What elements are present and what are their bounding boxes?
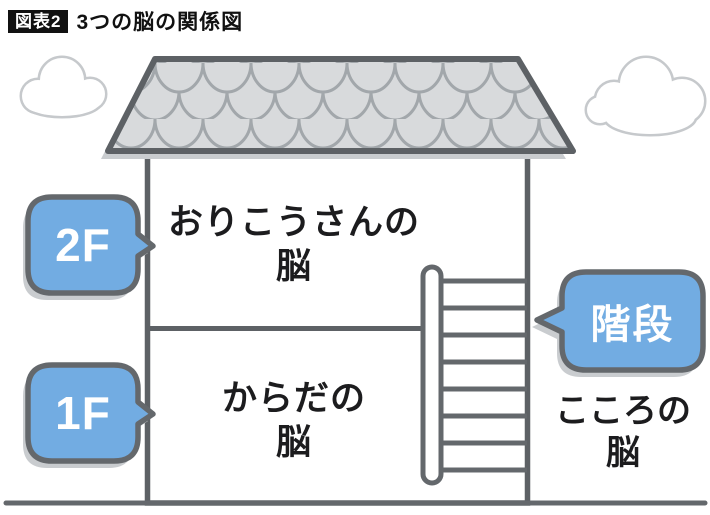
bubble-2f [23,194,156,300]
stairs-brain-line2: 脳 [606,434,640,472]
stairs-bubble-label: 階段 [590,303,675,347]
stairs-brain-label: こころの 脳 [537,390,709,474]
second-floor-brain-line2: 脳 [275,247,312,286]
figure-title: 3つの脳の関係図 [76,11,244,34]
figure-header: 図表2 3つの脳の関係図 [8,6,243,36]
first-floor-brain-line2: 脳 [275,423,312,462]
staircase [420,264,527,486]
first-floor-brain-line1: からだの [221,379,366,418]
stairs-brain-line1: こころの [555,392,691,430]
first-floor-brain-label: からだの 脳 [150,377,438,465]
cloud-right-icon [584,55,707,137]
roof [105,56,576,154]
floor-label-2f: 2F [55,219,111,271]
floor-label-1f: 1F [55,387,111,439]
cloud-left-icon [19,55,108,119]
stairs-handrail [420,264,444,486]
second-floor-brain-label: おりこうさんの 脳 [150,201,438,289]
second-floor-brain-line1: おりこうさんの [167,203,420,242]
bubble-1f [23,362,156,468]
bubble-stairs [532,269,706,377]
figure-number-badge: 図表2 [8,9,69,33]
stair-steps [438,278,527,473]
